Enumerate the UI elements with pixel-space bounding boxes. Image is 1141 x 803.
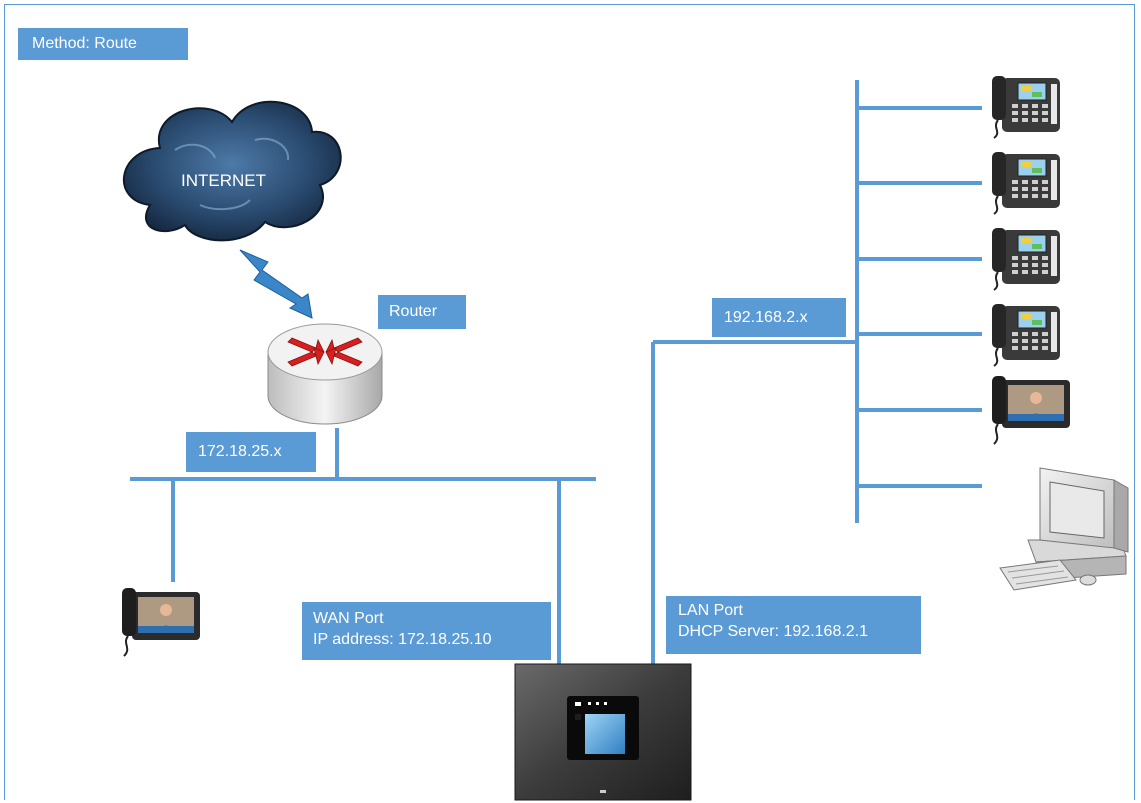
wan-port-ip: IP address: 172.18.25.10: [313, 631, 492, 648]
lightning-link-icon: [239, 249, 313, 319]
router-icon: [267, 323, 383, 425]
ip-phone-icon: [991, 227, 1061, 291]
video-phone-icon: [991, 375, 1071, 445]
wan-port-title: WAN Port: [313, 610, 384, 627]
internet-cloud-icon: INTERNET: [122, 100, 342, 242]
lan-port-label: LAN Port DHCP Server: 192.168.2.1: [666, 596, 921, 654]
method-label: Method: Route: [18, 28, 188, 60]
lan-port-dhcp: DHCP Server: 192.168.2.1: [678, 623, 869, 640]
network-links: [130, 80, 982, 664]
desktop-computer-icon: [999, 467, 1129, 591]
router-label: Router: [378, 295, 466, 329]
video-phone-icon: [121, 587, 201, 657]
ip-phone-icon: [991, 303, 1061, 367]
lan-port-title: LAN Port: [678, 602, 743, 619]
wan-port-label: WAN Port IP address: 172.18.25.10: [302, 602, 551, 660]
internet-label: INTERNET: [181, 171, 266, 190]
ip-phone-icon: [991, 75, 1061, 139]
diagram-frame: [4, 4, 1135, 800]
ucm-gateway-icon: [514, 663, 692, 801]
ip-phone-icon: [991, 151, 1061, 215]
lan-subnet-label: 192.168.2.x: [712, 298, 846, 337]
wan-subnet-label: 172.18.25.x: [186, 432, 316, 472]
